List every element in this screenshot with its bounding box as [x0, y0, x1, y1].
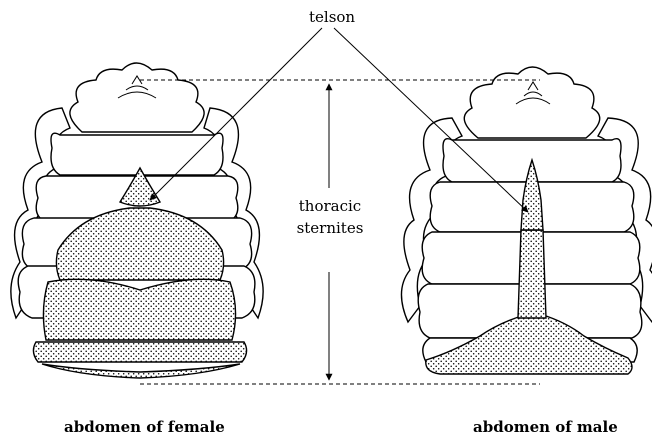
female-abdomen	[11, 63, 263, 378]
female-sternite-1	[51, 133, 223, 175]
thoracic-label-line1: thoracic	[290, 195, 370, 217]
male-abdomen	[401, 67, 652, 374]
female-abdomen-edge	[42, 364, 240, 378]
thoracic-label-line2: sternites	[290, 217, 370, 239]
thoracic-sternites-label: thoracic sternites	[290, 195, 370, 239]
female-top-segment	[70, 63, 204, 132]
female-caption: abdomen of female	[64, 418, 225, 436]
male-caption: abdomen of male	[473, 418, 618, 436]
male-abdomen-stem	[518, 230, 546, 318]
male-top-segment	[464, 67, 599, 138]
female-abdomen-lower	[33, 342, 246, 362]
telson-label: telson	[309, 8, 355, 26]
